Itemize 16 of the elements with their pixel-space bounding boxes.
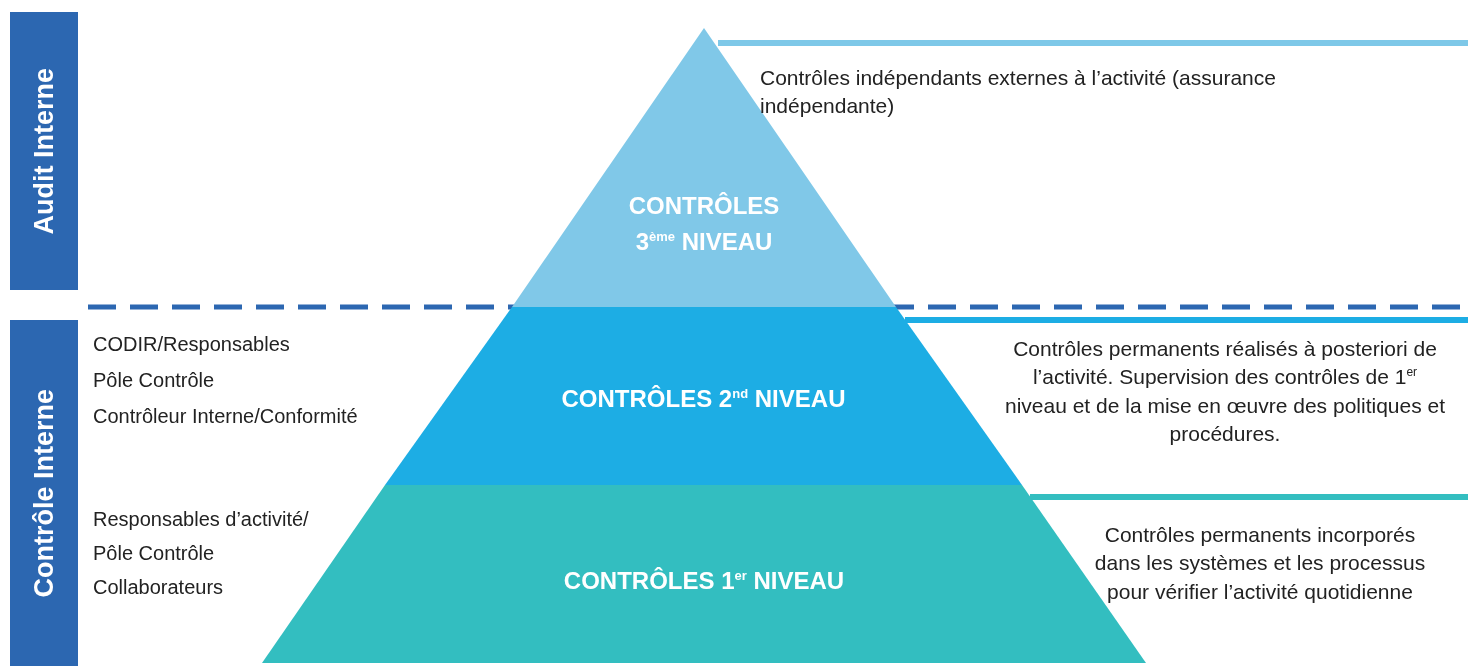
role-label: CODIR/Responsables <box>93 333 290 356</box>
level-title: CONTRÔLES 1$^{er}$ NIVEAU <box>562 566 846 596</box>
description-text: Contrôles permanents incorporés dans les systèmes et les processus pour vérifier l’activité quotidienne <box>1093 522 1427 605</box>
role-label: Responsables d’activité/ <box>93 508 309 531</box>
side-band <box>10 12 78 290</box>
role-label: Pôle Contrôle <box>93 369 215 392</box>
side-band <box>10 320 78 666</box>
role-label: Contrôleur Interne/Conformité <box>93 405 358 428</box>
level-title: CONTRÔLES 2$^{nd}$ NIVEAU <box>560 384 847 414</box>
band-title: Contrôle Interne <box>28 388 60 598</box>
level-title: CONTRÔLES 3$^{ème}$ NIVEAU <box>627 191 781 257</box>
role-label: Collaborateurs <box>93 576 224 599</box>
role-label: Pôle Contrôle <box>93 542 215 565</box>
band-title: Audit Interne <box>28 67 60 235</box>
description-text: Contrôles permanents réalisés à posteriori de l’activité. Supervision des contrôles de 1$^{er}$ niveau et de la mise en œuvre des politiques et procédures. <box>1003 336 1447 448</box>
description-text: Contrôles indépendants externes à l’activité (assurance indépendante) <box>760 65 1277 120</box>
